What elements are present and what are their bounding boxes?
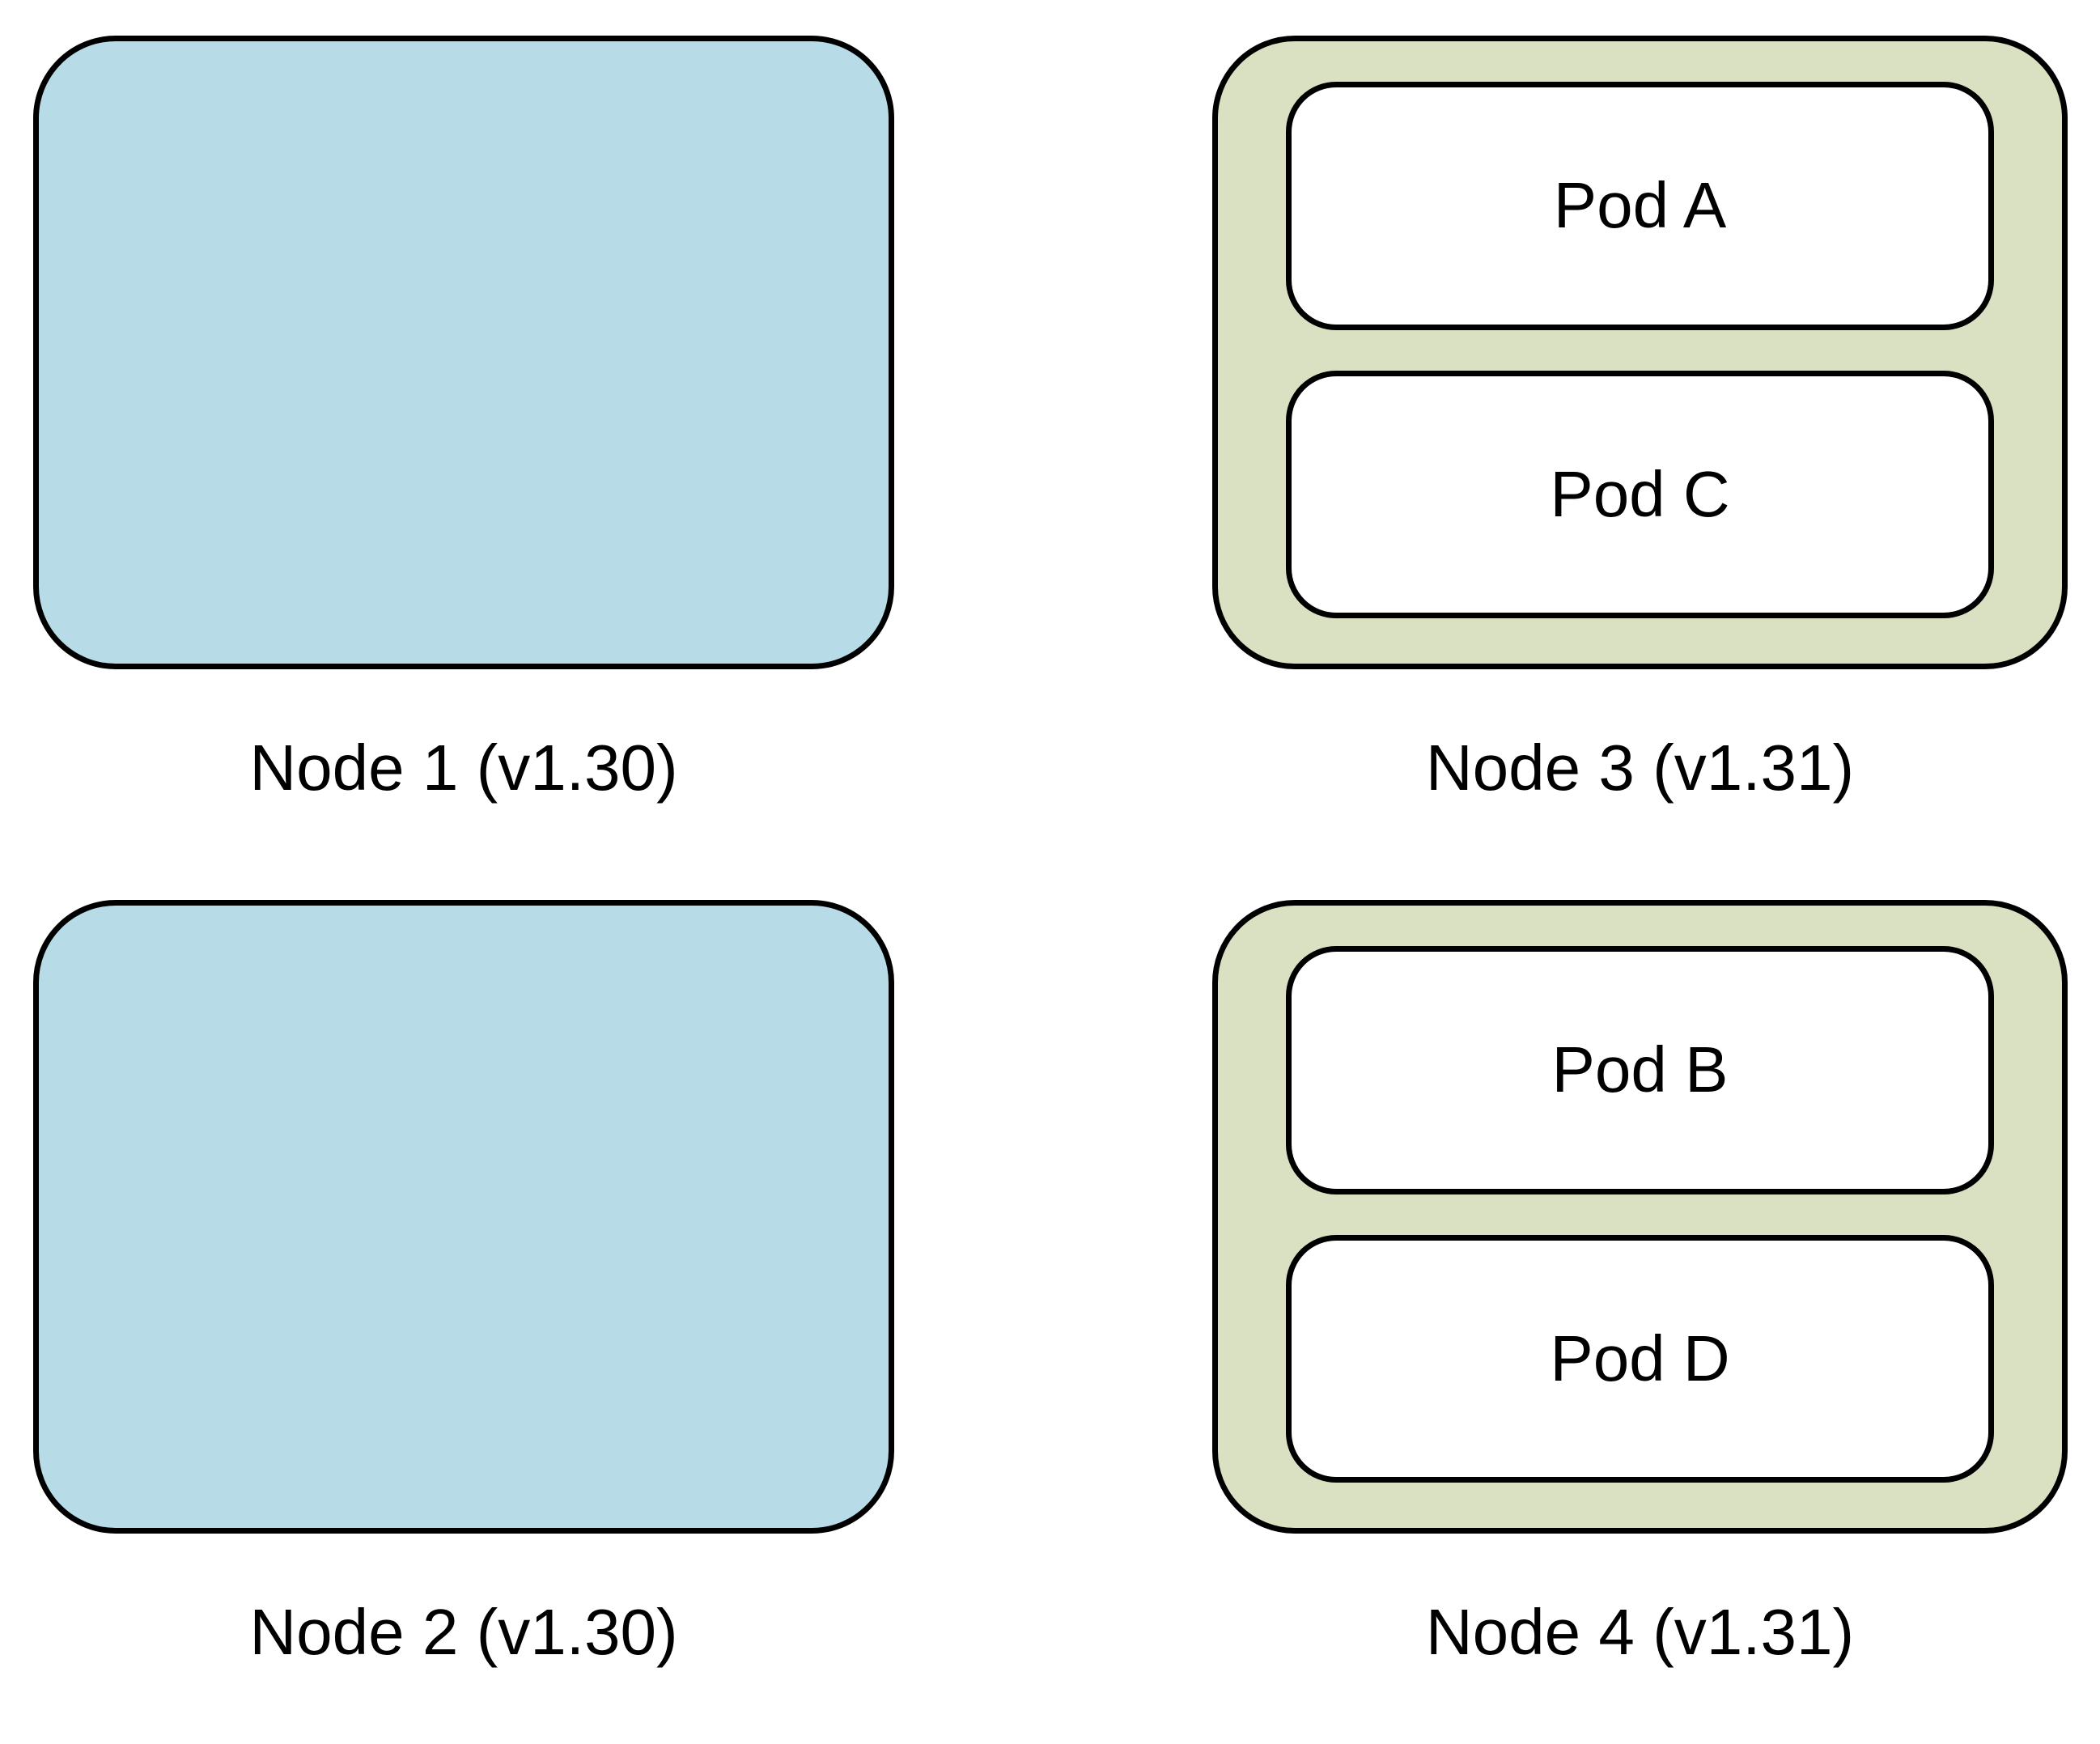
node-2-label: Node 2 (v1.30) bbox=[249, 1596, 678, 1668]
pod-a-label: Pod A bbox=[1553, 169, 1727, 242]
node-4-label: Node 4 (v1.31) bbox=[1425, 1596, 1855, 1668]
pod-d: Pod D bbox=[1286, 1234, 1994, 1483]
node-4-box: Pod B Pod D bbox=[1212, 900, 2068, 1534]
node-2-group: Node 2 (v1.30) bbox=[33, 900, 894, 1670]
node-1-group: Node 1 (v1.30) bbox=[33, 36, 894, 805]
node-1-label: Node 1 (v1.30) bbox=[249, 732, 678, 804]
node-3-label: Node 3 (v1.31) bbox=[1425, 732, 1855, 804]
pod-c-label: Pod C bbox=[1550, 457, 1730, 530]
pod-d-label: Pod D bbox=[1550, 1322, 1730, 1394]
pod-b-label: Pod B bbox=[1551, 1033, 1729, 1106]
node-2-box bbox=[33, 900, 894, 1534]
node-3-group: Pod A Pod C Node 3 (v1.31) bbox=[1212, 36, 2068, 805]
pod-a: Pod A bbox=[1286, 82, 1994, 330]
node-3-box: Pod A Pod C bbox=[1212, 36, 2068, 669]
pod-b: Pod B bbox=[1286, 946, 1994, 1194]
node-4-group: Pod B Pod D Node 4 (v1.31) bbox=[1212, 900, 2068, 1670]
node-1-box bbox=[33, 36, 894, 669]
pod-c: Pod C bbox=[1286, 370, 1994, 618]
